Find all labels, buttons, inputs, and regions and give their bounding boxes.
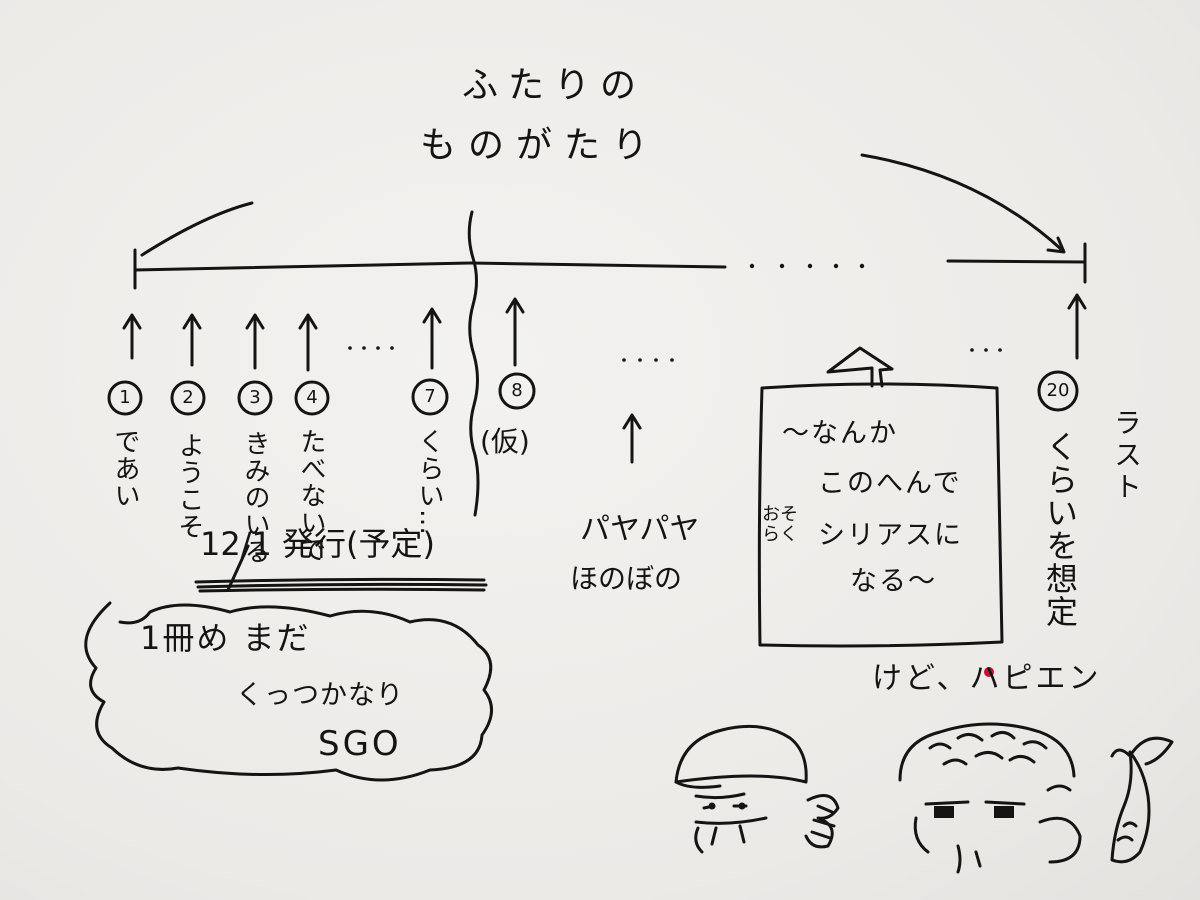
last-label: ラスト xyxy=(1112,408,1140,504)
right-story-arc xyxy=(862,155,1062,250)
release-underline xyxy=(196,579,484,582)
release-underline-3 xyxy=(200,589,484,591)
left-story-arc xyxy=(142,203,252,255)
timeline-line-left xyxy=(135,263,470,270)
cloud-line-3: SGO xyxy=(318,727,402,761)
chapter-2-label: ようこそ xyxy=(176,432,202,540)
box-up-arrow xyxy=(828,348,892,386)
chapter-20-number: 20 xyxy=(1044,382,1072,400)
serious-box-line-4: なる～ xyxy=(850,568,937,595)
chapter-3-number: 3 xyxy=(245,389,265,407)
cloud-line-1: 1冊め まだ xyxy=(140,622,311,654)
chapter-7-label: くらい… xyxy=(416,428,442,536)
title-line-1: ふたりの xyxy=(462,68,646,104)
chapter-2-number: 2 xyxy=(178,389,198,407)
serious-box-line-1: ～なんか xyxy=(782,420,898,447)
volume-divider-line xyxy=(469,212,478,515)
timeline-line-middle xyxy=(470,263,725,267)
chapter-4-number: 4 xyxy=(302,389,322,407)
timeline-line-right xyxy=(948,261,1085,262)
middle-line-1: パヤパヤ xyxy=(580,515,699,545)
chapter-7-number: 7 xyxy=(420,388,440,406)
release-underline-2 xyxy=(198,584,486,587)
footer-note: けど、ハピエン xyxy=(872,664,1102,694)
chapter-1-number: 1 xyxy=(115,389,135,407)
chapter-20-label: くらいを想定 xyxy=(1044,430,1076,628)
serious-box-line-3: シリアスに xyxy=(818,522,963,549)
separator-dots xyxy=(348,346,1002,362)
chapter-1-label: であい xyxy=(112,428,138,509)
chapter-8-number: 8 xyxy=(507,382,527,400)
cloud-line-2: くっつかなり xyxy=(236,682,404,709)
timeline-dots xyxy=(750,264,864,268)
serious-box-aside: おそらく xyxy=(762,505,806,545)
title-line-2: ものがたり xyxy=(420,128,660,164)
chapter-8-label: (仮) xyxy=(480,428,530,456)
fish-icon xyxy=(1112,738,1172,862)
release-note: 12/1 発行(予定) xyxy=(200,528,435,560)
middle-line-2: ほのぼの xyxy=(570,565,682,593)
character-curly-hair-face-icon xyxy=(900,724,1080,872)
character-cap-face-icon xyxy=(676,726,838,852)
serious-box-line-2: このへんで xyxy=(818,470,962,497)
